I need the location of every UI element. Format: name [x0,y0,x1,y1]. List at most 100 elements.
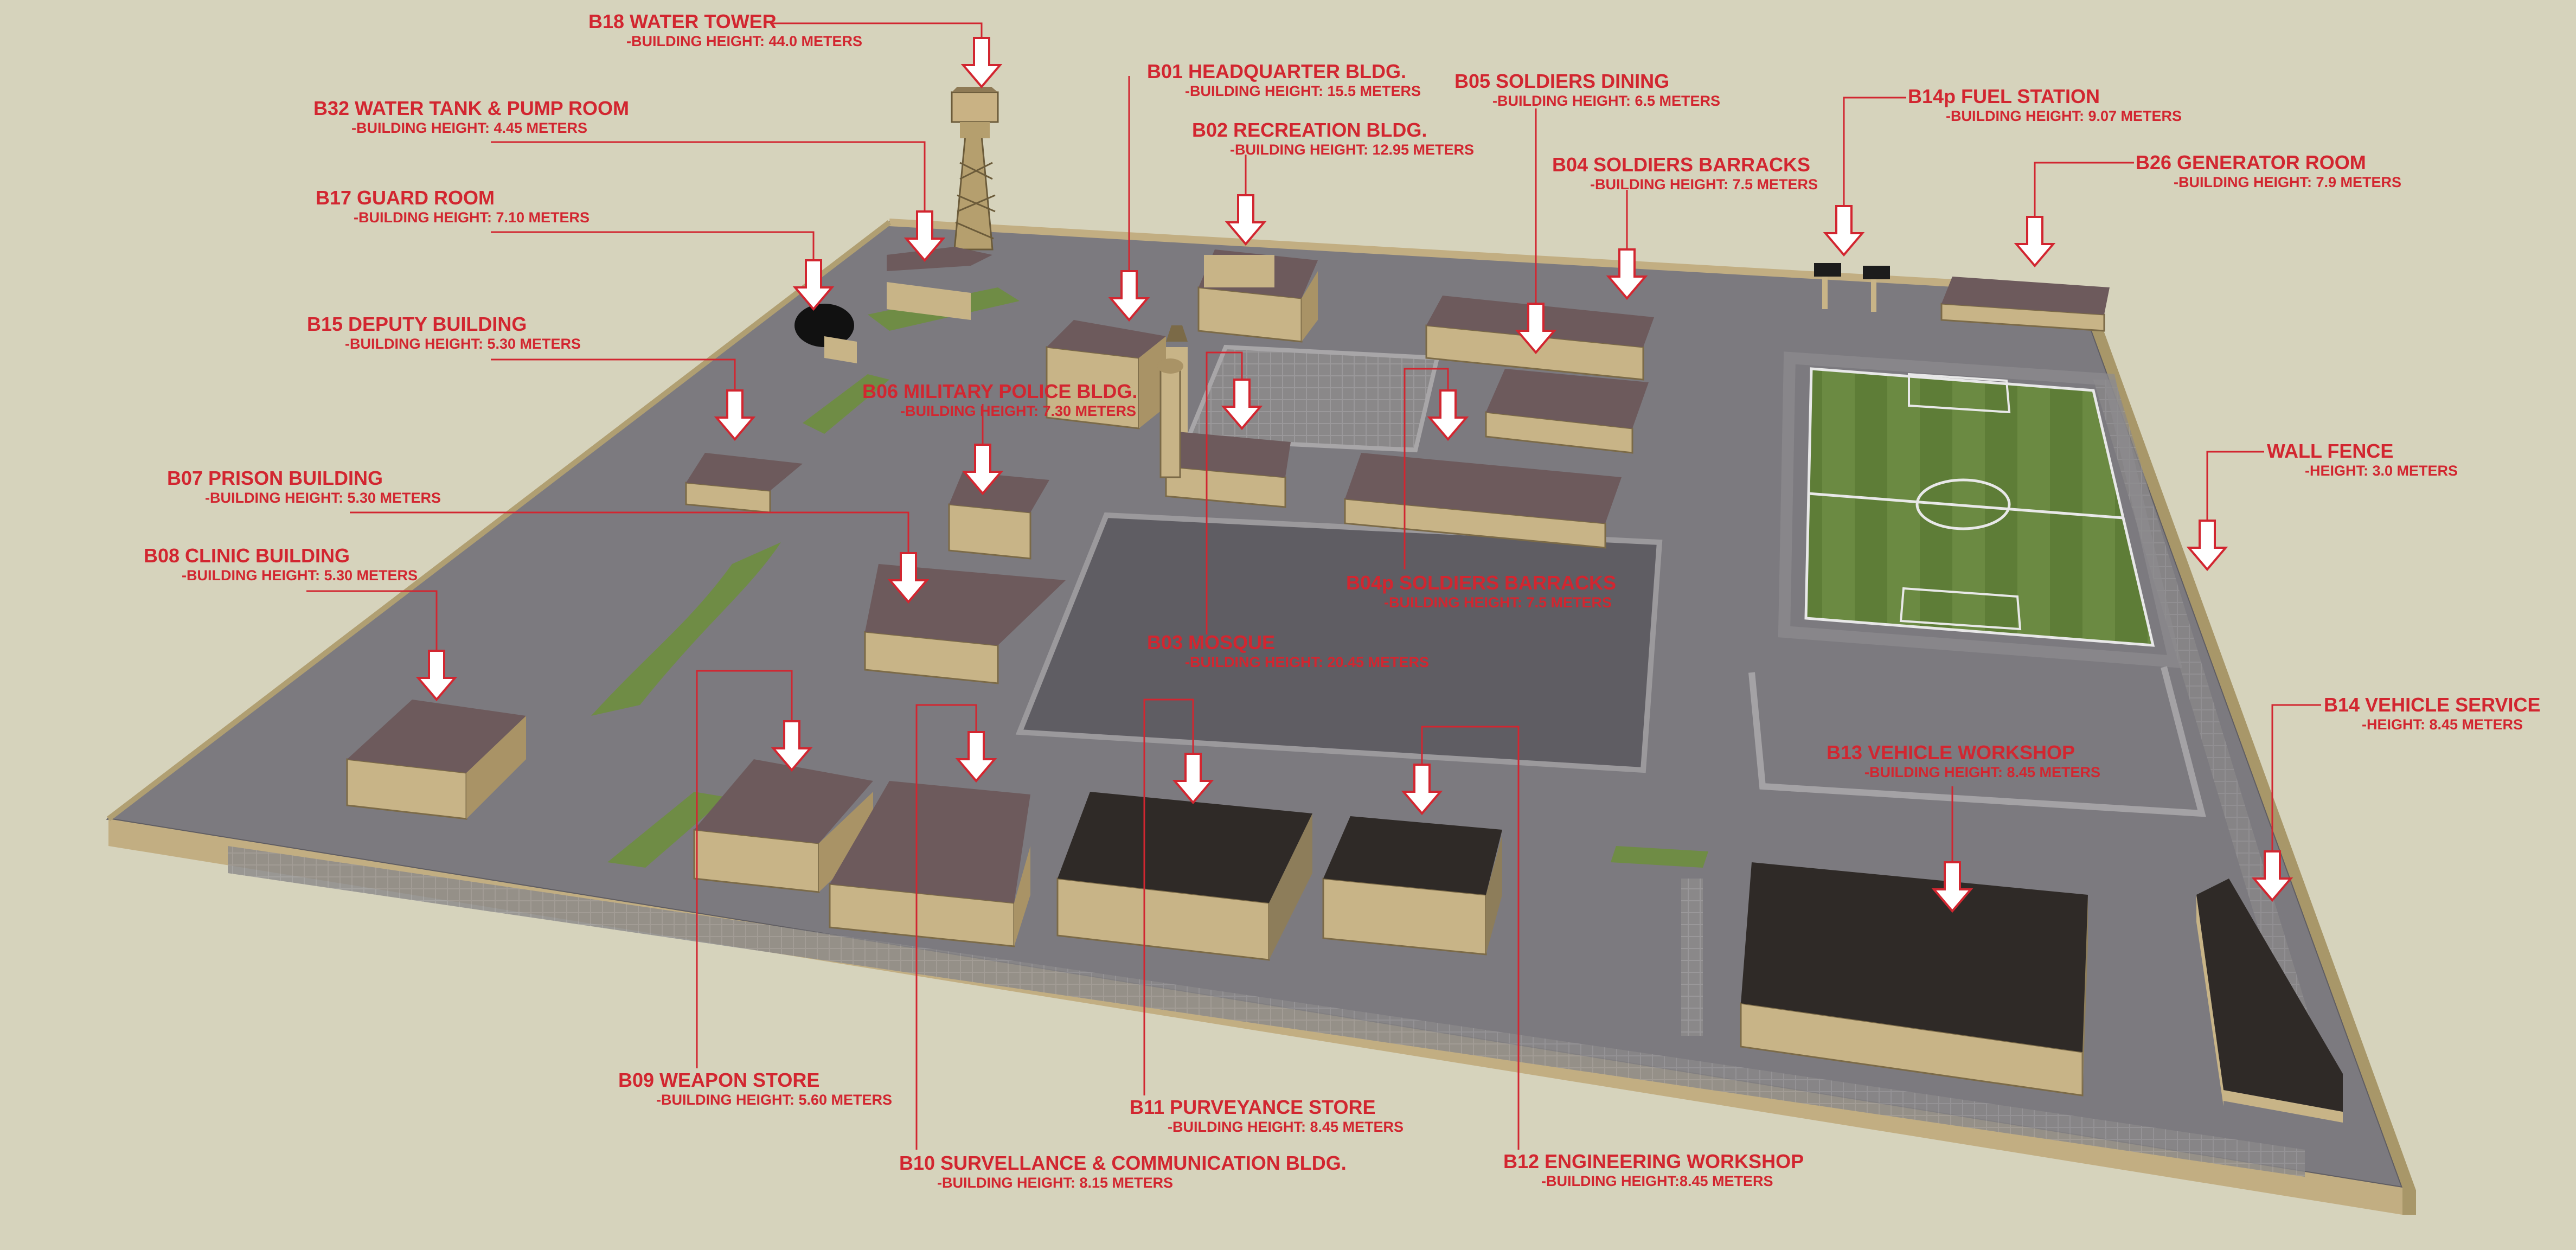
building-b17 [794,304,857,363]
leader-line-b08 [306,590,438,651]
label-title-b02: B02 RECREATION BLDG. [1192,119,1427,141]
label-title-b01: B01 HEADQUARTER BLDG. [1147,60,1407,82]
label-b26: B26 GENERATOR ROOM-BUILDING HEIGHT: 7.9 … [2136,152,2401,191]
label-height-b01: -BUILDING HEIGHT: 15.5 METERS [1185,83,1421,99]
label-b14: B14 VEHICLE SERVICE-HEIGHT: 8.45 METERS [2324,694,2540,733]
building-b14 [2196,879,2343,1123]
label-b07: B07 PRISON BUILDING-BUILDING HEIGHT: 5.3… [167,467,441,507]
building-b13 [1740,862,2088,1097]
building-b12 [1322,816,1502,956]
arrow-b08 [415,650,458,702]
label-height-b32: -BUILDING HEIGHT: 4.45 METERS [351,120,588,136]
label-height-b13: -BUILDING HEIGHT: 8.45 METERS [1864,764,2101,780]
label-b05: B05 SOLDIERS DINING-BUILDING HEIGHT: 6.5… [1454,70,1720,110]
label-title-b09: B09 WEAPON STORE [618,1069,820,1091]
leader-line-b12 [1421,726,1520,1150]
arrow-b04p [1427,389,1469,441]
arrow-b05 [1515,303,1557,355]
arrow-b14 [2251,850,2293,902]
label-title-b26: B26 GENERATOR ROOM [2136,151,2366,174]
building-b11 [1056,792,1312,961]
label-b04p: B04p SOLDIERS BARRACKS-BUILDING HEIGHT: … [1346,572,1616,611]
label-b06: B06 MILITARY POLICE BLDG.-BUILDING HEIGH… [862,381,1137,420]
label-title-b18: B18 WATER TOWER [588,10,777,33]
label-b14p: B14p FUEL STATION-BUILDING HEIGHT: 9.07 … [1908,86,2182,125]
label-title-b14p: B14p FUEL STATION [1908,85,2100,107]
label-title-b32: B32 WATER TANK & PUMP ROOM [313,97,630,119]
leader-line-b07 [350,511,909,553]
label-title-b07: B07 PRISON BUILDING [167,467,383,489]
arrow-b32 [903,210,946,262]
arrow-b07 [887,552,930,604]
field-halfway-line [1808,492,2124,520]
arrow-b10 [955,731,997,783]
service-road-loop [1748,666,2206,817]
label-height-b11: -BUILDING HEIGHT: 8.45 METERS [1168,1119,1404,1135]
building-b15 [685,453,803,514]
building-b04p [1344,453,1622,549]
arrow-b09 [771,720,813,772]
arrow-b13 [1931,861,1973,913]
label-title-b13: B13 VEHICLE WORKSHOP [1827,741,2075,764]
arrow-b26 [2014,216,2056,268]
label-height-b03: -BUILDING HEIGHT: 20.45 METERS [1185,654,1430,670]
arrow-b18 [960,37,1003,89]
building-b14p [1814,263,1890,312]
arrow-b12 [1401,764,1443,816]
arrow-b06 [962,444,1004,496]
building-b03 [1157,358,1291,508]
label-b15: B15 DEPUTY BUILDING-BUILDING HEIGHT: 5.3… [307,313,581,352]
building-b09 [693,759,873,893]
leader-line-b09 [696,670,793,1068]
field-penalty-box-bottom [1899,587,2022,631]
label-height-b15: -BUILDING HEIGHT: 5.30 METERS [345,336,581,352]
water-tower-b18 [951,87,999,251]
label-height-b06: -BUILDING HEIGHT: 7.30 METERS [900,403,1137,419]
arrow-b04 [1606,248,1648,300]
perimeter-wall-left [106,220,892,821]
label-b11: B11 PURVEYANCE STORE-BUILDING HEIGHT: 8.… [1130,1097,1404,1136]
leader-line-b04p [1404,368,1449,569]
leader-line-b14 [2271,704,2321,851]
leader-line-b32 [491,141,926,211]
label-title-b15: B15 DEPUTY BUILDING [307,313,527,335]
leader-line-b11 [1143,698,1194,1095]
building-b26 [1940,277,2110,332]
field-center-circle [1915,478,2011,530]
label-title-wall: WALL FENCE [2267,440,2394,462]
leader-line-wall [2206,451,2264,521]
label-b10: B10 SURVELLANCE & COMMUNICATION BLDG.-BU… [899,1152,1347,1191]
label-title-b14: B14 VEHICLE SERVICE [2324,694,2541,716]
label-title-b04: B04 SOLDIERS BARRACKS [1552,153,1811,176]
label-b03: B03 MOSQUE-BUILDING HEIGHT: 20.45 METERS [1147,632,1429,671]
leader-lines [306,22,2321,1150]
paved-strip-front [228,846,2305,1177]
label-title-b11: B11 PURVEYANCE STORE [1130,1096,1376,1118]
label-b09: B09 WEAPON STORE-BUILDING HEIGHT: 5.60 M… [618,1069,892,1108]
label-b32: B32 WATER TANK & PUMP ROOM-BUILDING HEIG… [313,98,629,137]
arrow-b01 [1108,270,1150,322]
mosque-courtyard [1184,344,1440,453]
perimeter-wall-right [2077,287,2416,1215]
leader-line-b15 [491,358,736,390]
building-b04 [1485,369,1649,454]
building-b10 [829,781,1030,947]
label-b13: B13 VEHICLE WORKSHOP-BUILDING HEIGHT: 8.… [1827,742,2100,781]
label-height-b10: -BUILDING HEIGHT: 8.15 METERS [937,1175,1174,1191]
arrow-b03 [1221,379,1263,431]
label-b12: B12 ENGINEERING WORKSHOP-BUILDING HEIGHT… [1503,1151,1804,1190]
leader-line-b26 [2034,162,2134,217]
label-height-b14: -HEIGHT: 8.45 METERS [2362,716,2523,733]
building-b08 [346,700,526,820]
label-title-b08: B08 CLINIC BUILDING [144,544,350,567]
building-b02 [1197,249,1318,343]
label-height-b05: -BUILDING HEIGHT: 6.5 METERS [1492,93,1721,109]
label-b01: B01 HEADQUARTER BLDG.-BUILDING HEIGHT: 1… [1147,61,1421,100]
leader-line-b18 [770,22,983,38]
label-b08: B08 CLINIC BUILDING-BUILDING HEIGHT: 5.3… [144,545,418,584]
label-wall: WALL FENCE-HEIGHT: 3.0 METERS [2267,440,2458,479]
callout-arrows [415,37,2293,913]
building-b32 [887,247,992,320]
